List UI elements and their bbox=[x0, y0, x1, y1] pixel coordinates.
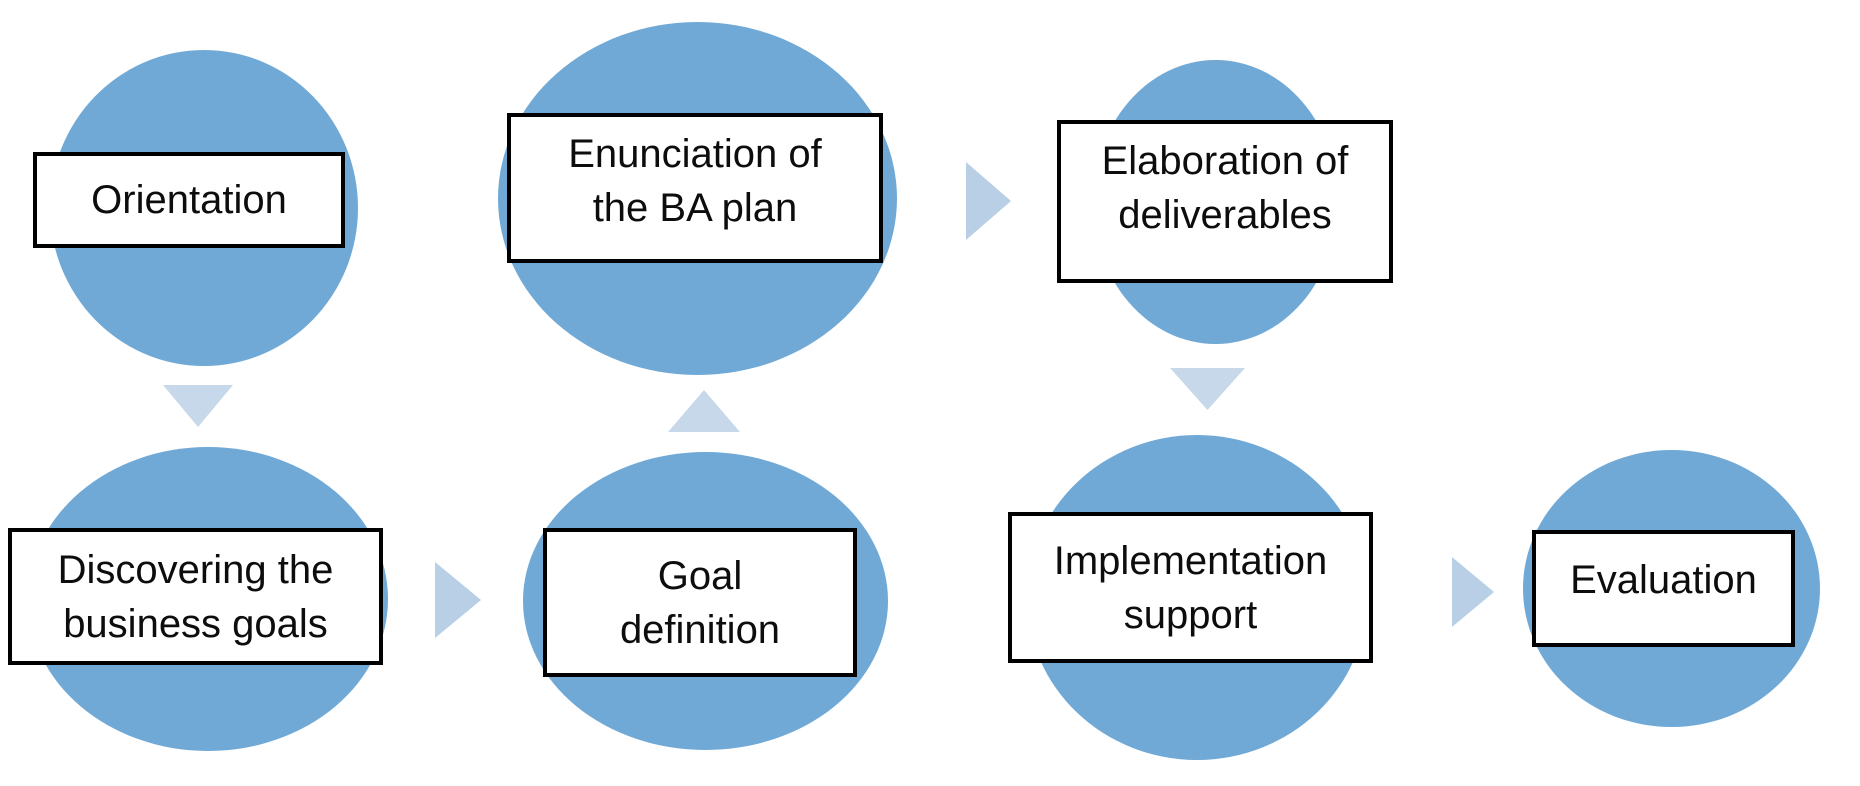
enunciation-label-box: Enunciation of the BA plan bbox=[507, 113, 883, 263]
arrow-down-orientation-to-discovering bbox=[163, 385, 233, 427]
arrow-right-enunciation-to-elaboration bbox=[966, 162, 1011, 240]
implementation-label-box: Implementation support bbox=[1008, 512, 1373, 663]
arrow-down-elaboration-to-implementation bbox=[1170, 368, 1245, 410]
discovering-label-box: Discovering the business goals bbox=[8, 528, 383, 665]
elaboration-label-box: Elaboration of deliverables bbox=[1057, 120, 1393, 283]
arrow-right-implementation-to-evaluation bbox=[1452, 557, 1494, 627]
arrow-right-discovering-to-goal bbox=[435, 562, 481, 638]
orientation-label-box: Orientation bbox=[33, 152, 345, 248]
goal-definition-label-box: Goal definition bbox=[543, 528, 857, 677]
evaluation-label-box: Evaluation bbox=[1532, 530, 1795, 647]
arrow-up-goal-to-enunciation bbox=[668, 390, 740, 432]
